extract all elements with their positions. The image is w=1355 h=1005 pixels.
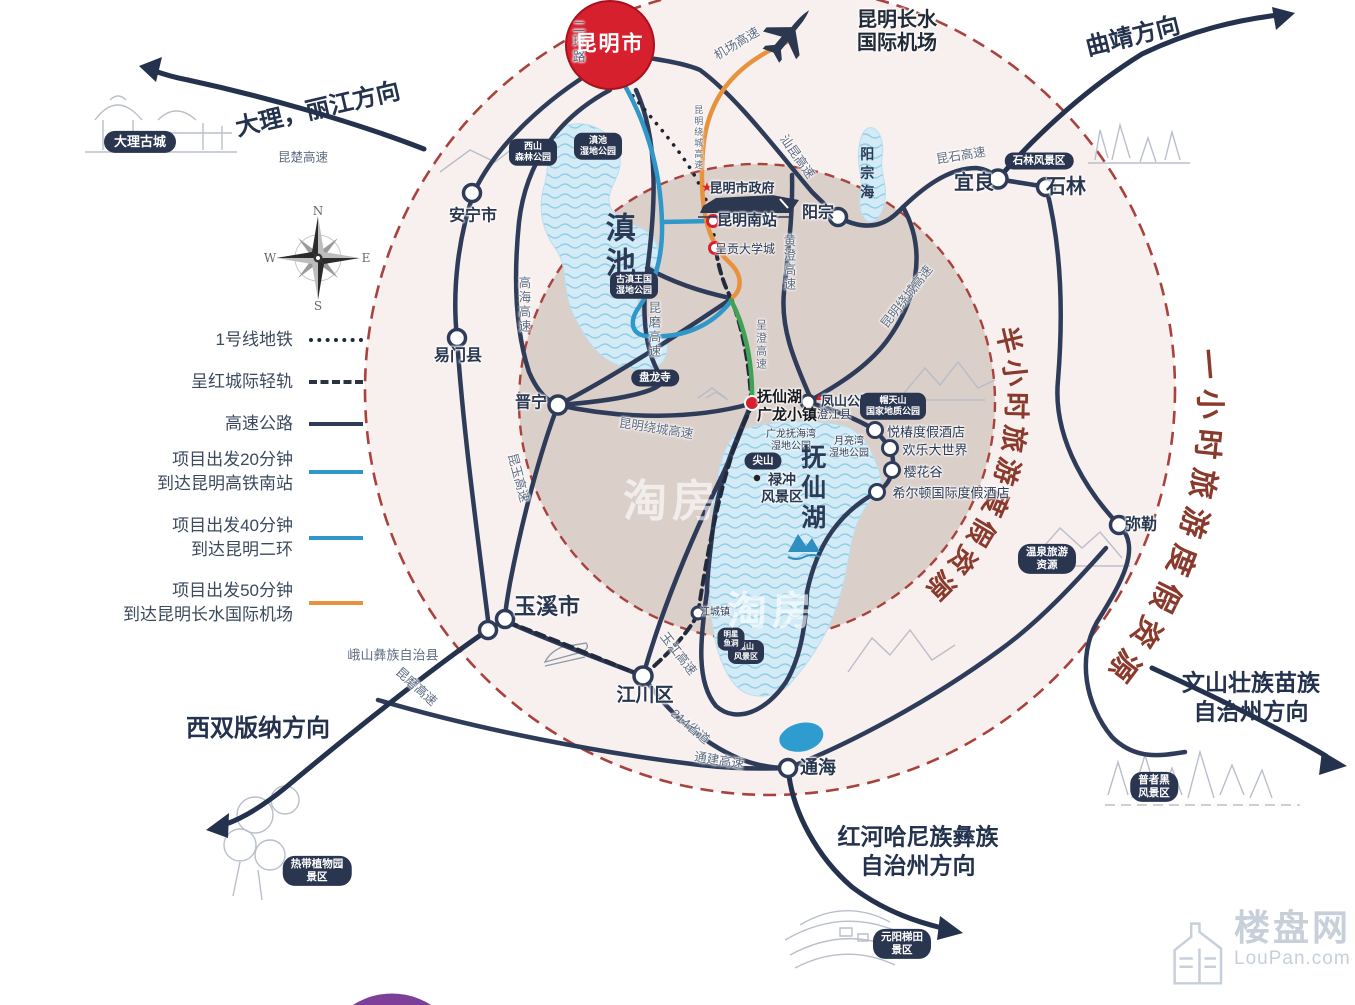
legend-20min-line2: 到达昆明高铁南站 — [157, 473, 293, 493]
road-gaohai — [513, 87, 613, 408]
node-jiangcheng — [690, 605, 706, 621]
node-luchong — [753, 474, 761, 482]
road-tongjian — [375, 697, 791, 771]
loupan-site-url: LouPan.com — [1234, 947, 1351, 969]
road-kunmo-north — [555, 87, 665, 408]
road-kunyu — [502, 402, 561, 622]
legend-highway-sample — [309, 421, 363, 426]
qilu-lake — [779, 722, 824, 752]
compass-icon — [276, 216, 360, 300]
node-anning — [461, 182, 483, 204]
drive-routes — [611, 39, 790, 405]
node-mingxing — [718, 632, 726, 640]
node-yuxi-a — [494, 608, 516, 630]
node-project — [744, 395, 760, 411]
arrowhead-qujing — [1272, 7, 1295, 30]
node-mile — [1108, 514, 1130, 536]
loupan-house-icon — [1173, 922, 1223, 985]
node-chenggong — [708, 241, 722, 255]
train-icon — [698, 195, 799, 218]
arrow-xishuangbanna — [223, 627, 491, 827]
road-shankun — [609, 49, 841, 220]
road-lake-south — [699, 589, 810, 717]
node-hotel-hilton — [868, 483, 886, 501]
arrowhead-dali — [139, 57, 162, 82]
arrow-honghe — [786, 773, 945, 931]
yangzonghai-lake — [857, 127, 887, 223]
loupan-site-name: 楼盘网 — [1234, 907, 1352, 948]
shilin-karst-sketch — [1088, 122, 1190, 164]
panlongsi-sketch — [697, 387, 729, 401]
node-hotel-yinghua — [883, 461, 901, 479]
map-legend: 1号线地铁 呈红城际轻轨 高速公路 项目出发20分钟 到达昆明高铁南站 项目出发… — [95, 322, 363, 632]
legend-row-40min: 项目出发40分钟 到达昆明二环 — [95, 514, 363, 562]
node-yangzong — [827, 206, 849, 228]
compass-e: E — [361, 251, 371, 265]
node-hotel-huanle — [881, 439, 899, 457]
legend-40min-line1: 项目出发40分钟 — [172, 516, 293, 535]
route-green-chengcheng — [728, 297, 755, 405]
road-yangzong-yiliang — [835, 165, 1001, 228]
legend-50min-sample — [309, 600, 363, 605]
node-fengshan — [799, 393, 817, 411]
loupan-watermark: 楼盘网 LouPan.com — [1168, 908, 1351, 994]
lake-logo-icon — [787, 534, 821, 560]
legend-40min-sample — [309, 535, 363, 540]
road-east-outer — [1043, 184, 1188, 758]
legend-highway-label: 高速公路 — [225, 414, 293, 433]
legend-20min-line1: 项目出发20分钟 — [172, 450, 293, 469]
route-orange-airport — [699, 39, 790, 300]
yuanyang-terrace-sketch — [784, 910, 906, 969]
legend-metro-sample — [309, 337, 363, 342]
puzhehei-sketch — [1105, 749, 1300, 806]
arrowhead-wenshan — [1319, 751, 1347, 775]
arrow-dali — [149, 67, 427, 152]
node-yimen — [446, 327, 468, 349]
legend-20min-sample — [309, 469, 363, 474]
dali-old-town-sketch — [85, 95, 237, 153]
tonghai-hill-sketch — [847, 628, 956, 673]
road-anning — [453, 65, 601, 631]
legend-lightrail-label: 呈红城际轻轨 — [191, 372, 293, 391]
rail-nodes — [706, 214, 722, 255]
compass-s: S — [313, 299, 323, 313]
node-tonghai — [777, 757, 799, 779]
arrow-qujing — [995, 12, 1281, 182]
compass-n: N — [312, 204, 324, 218]
node-jiangchuan — [632, 665, 654, 687]
node-south-station — [706, 214, 720, 228]
route-blue-main — [611, 65, 734, 339]
kunming-circle — [565, 0, 655, 90]
legend-row-lightrail: 呈红城际轻轨 — [95, 370, 363, 394]
route-blue-station — [659, 218, 715, 225]
road-tonghai-ne — [785, 545, 1109, 771]
legend-50min-line2: 到达昆明长水国际机场 — [123, 604, 293, 624]
bottom-logo-arc — [352, 993, 432, 1005]
arrow-wenshan — [1149, 665, 1329, 759]
legend-50min-line1: 项目出发50分钟 — [172, 581, 293, 600]
legend-row-highway: 高速公路 — [95, 412, 363, 436]
arrowhead-xishuangbanna — [206, 813, 229, 838]
legend-40min-line2: 到达昆明二环 — [191, 539, 293, 559]
node-hotel-yuechun — [866, 421, 884, 439]
node-jinning — [547, 394, 569, 416]
legend-metro-label: 1号线地铁 — [215, 330, 293, 349]
legend-row-20min: 项目出发20分钟 到达昆明高铁南站 — [95, 448, 363, 496]
node-yiliang — [987, 168, 1009, 190]
road-raocheng-south — [555, 401, 753, 418]
node-shilin — [1035, 176, 1057, 198]
compass-w: W — [263, 251, 277, 265]
road-raocheng-ne — [810, 204, 919, 402]
node-yuxi-b — [477, 619, 499, 641]
road-jinning-ne — [555, 296, 734, 408]
legend-row-50min: 项目出发50分钟 到达昆明长水国际机场 — [95, 579, 363, 627]
legend-row-metro: 1号线地铁 — [95, 328, 363, 352]
airplane-icon — [762, 10, 810, 63]
legend-lightrail-sample — [309, 379, 363, 384]
city-nodes — [446, 168, 1130, 779]
arrowhead-honghe — [937, 916, 963, 940]
direction-arrows — [139, 7, 1347, 940]
